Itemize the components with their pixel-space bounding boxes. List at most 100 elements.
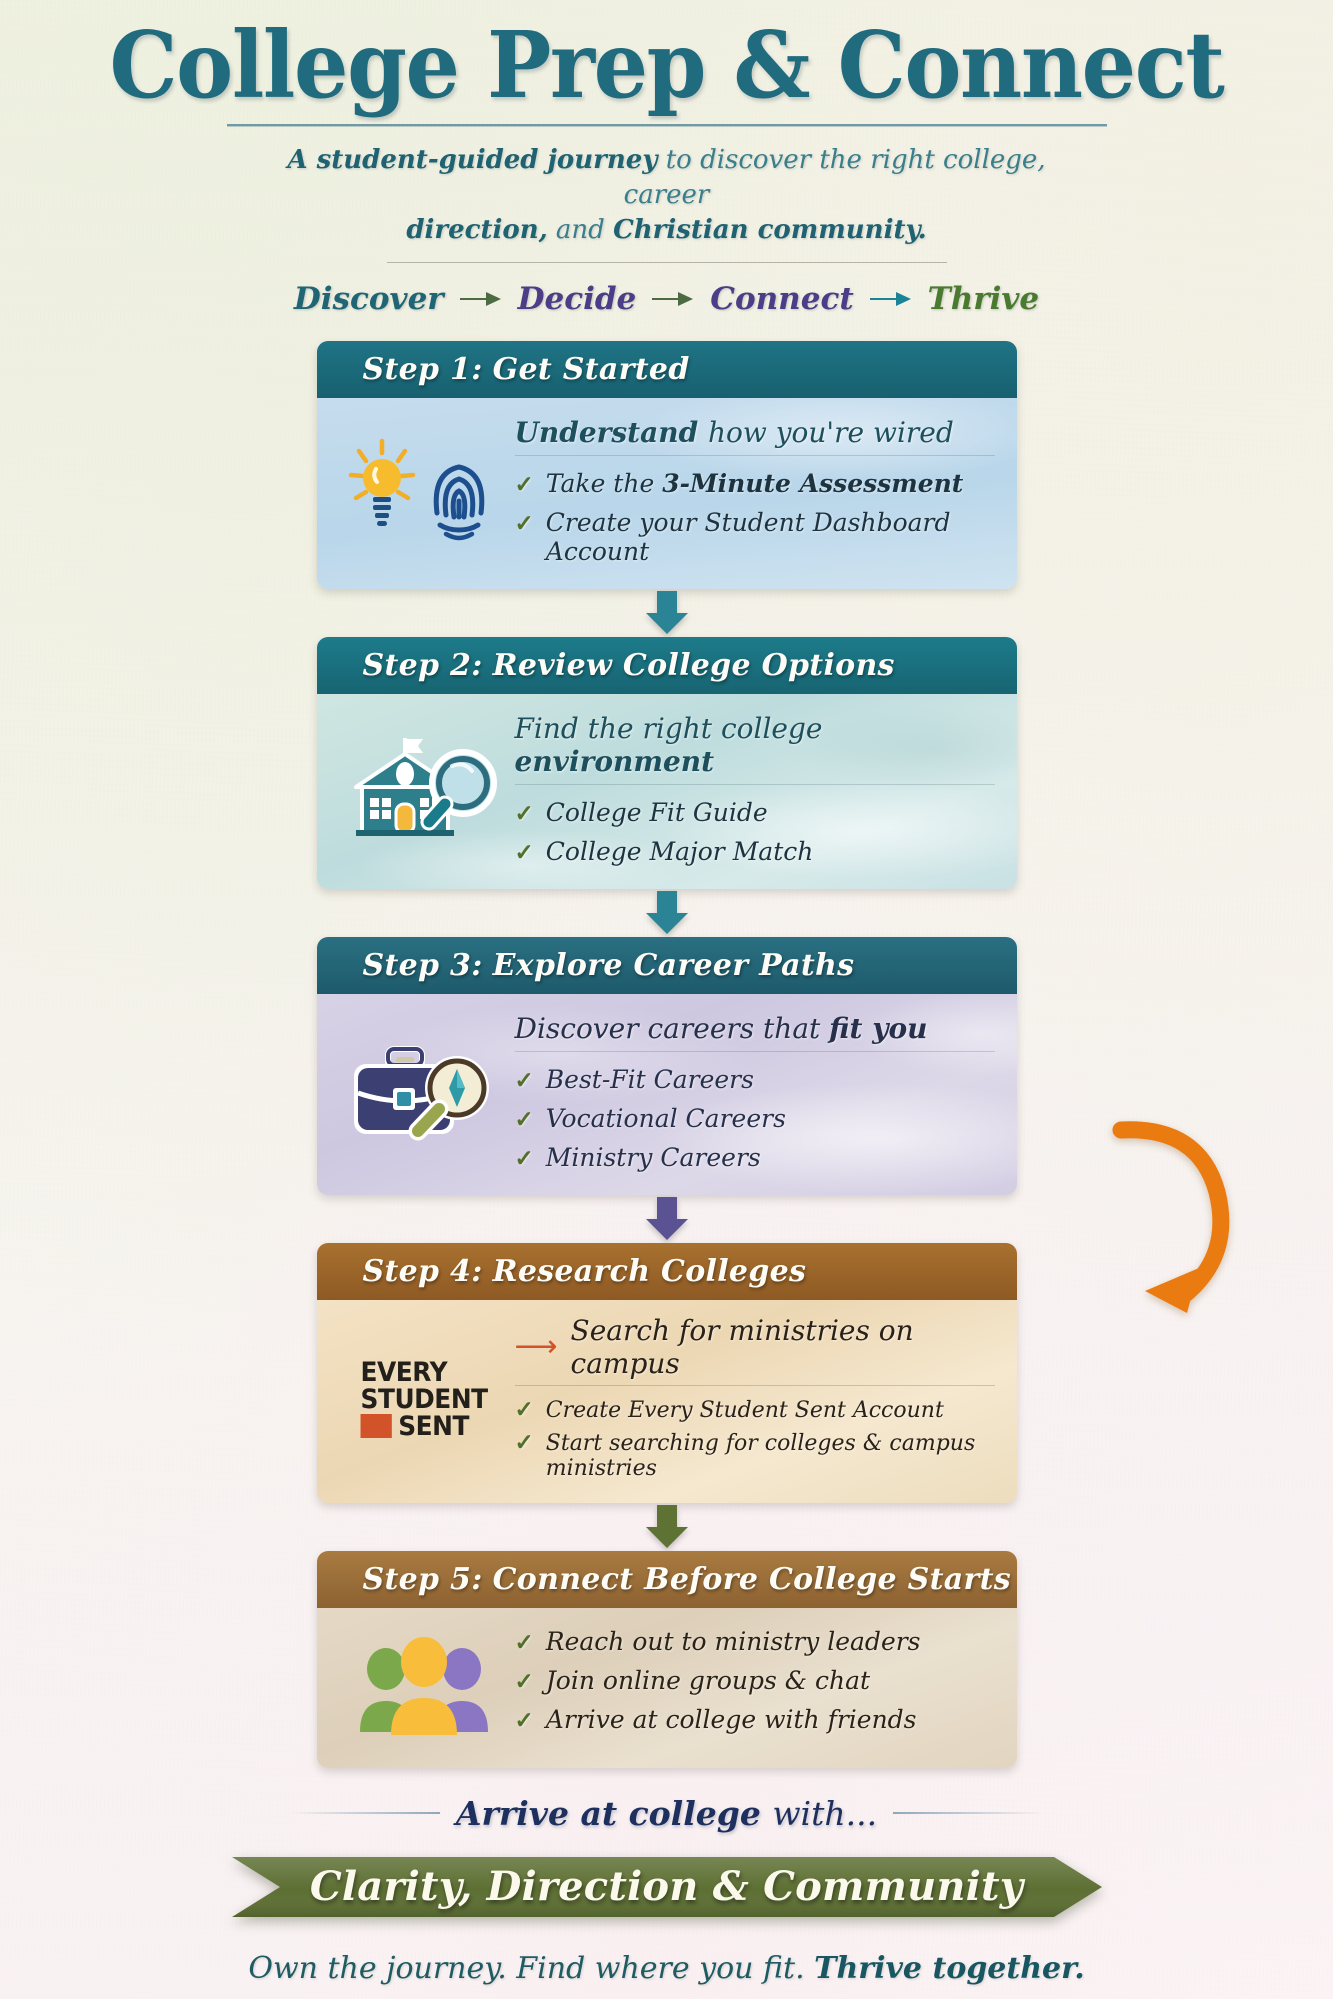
step-4-bullet-1: Create Every Student Sent Account [545, 1397, 944, 1423]
step-4-lead: Search for ministries on campus [570, 1313, 914, 1380]
step-3-content: Discover careers that fit you ✓ Best-Fit… [511, 1008, 995, 1177]
step-1-content: Understand how you're wired ✓ Take the 3… [511, 412, 995, 571]
footer: Arrive at college with... Clarity, Direc… [0, 1794, 1333, 1986]
check-icon: ✓ [514, 1428, 534, 1456]
outcome-text-thin: with... [772, 1793, 878, 1833]
check-icon: ✓ [514, 1395, 534, 1423]
step-3-body: Discover careers that fit you ✓ Best-Fit… [316, 993, 1017, 1195]
loop-arrow-icon [1112, 1121, 1230, 1313]
step-card-2: Step 2:Review College Options [316, 636, 1017, 889]
step-3-bullet-1: Best-Fit Careers [545, 1064, 754, 1094]
school-magnifier-icons [353, 738, 497, 837]
step-1-title: Get Started [492, 351, 690, 387]
step-4-content: ⟶ Search for ministries on campus ✓ Crea… [511, 1314, 995, 1485]
step-1-bullet-2: Create your Student Dashboard Account [545, 507, 951, 566]
tagline: Own the journey. Find where you fit. Thr… [0, 1951, 1333, 1986]
check-icon: ✓ [514, 470, 534, 498]
magnifier-icon [420, 749, 497, 831]
check-icon: ✓ [514, 1105, 534, 1133]
list-item: ✓ Ministry Careers [515, 1138, 995, 1177]
step-1-bullets: ✓ Take the 3-Minute Assessment ✓ Create … [515, 464, 995, 571]
step-5-icons [339, 1632, 511, 1740]
subtitle-divider [386, 261, 947, 263]
connector-4-5 [0, 1503, 1333, 1551]
check-icon: ✓ [514, 799, 534, 827]
step-4-lead-row: ⟶ Search for ministries on campus [515, 1314, 995, 1380]
ess-logo-line-3: SENT [398, 1410, 470, 1442]
step-1-number: Step 1: [362, 351, 483, 387]
step-5-number: Step 5: [362, 1561, 483, 1597]
step-2-title: Review College Options [492, 647, 895, 683]
journey-step-decide: Decide [517, 280, 637, 317]
title-divider [226, 123, 1107, 127]
step-5-header: Step 5:Connect Before College Starts [316, 1550, 1017, 1608]
step-1-icons [339, 435, 511, 547]
step-4-icons: EVERY STUDENT SENT [339, 1359, 511, 1440]
step-1-lead-thin: how you're wired [707, 415, 954, 449]
subtitle-text-2: and [547, 214, 614, 245]
step-2-header: Step 2:Review College Options [316, 636, 1017, 694]
journey-arrow-3-icon [868, 287, 914, 311]
outcome-line: Arrive at college with... [0, 1794, 1333, 1833]
down-arrow-icon [645, 590, 688, 634]
step-1-divider [514, 454, 995, 456]
step-card-1: Step 1:Get Started [316, 340, 1017, 589]
list-item: ✓ Best-Fit Careers [515, 1060, 995, 1099]
lightbulb-fingerprint-icons [348, 439, 484, 541]
subtitle-emphasis-2: direction, [406, 214, 548, 245]
step-card-3: Step 3:Explore Career Paths [316, 936, 1017, 1195]
down-arrow-icon [645, 890, 688, 934]
step-1-lead-strong: Understand [514, 415, 708, 449]
step-2-content: Find the right college environment ✓ Col… [511, 708, 995, 871]
step-2-icons [339, 730, 511, 848]
journey-step-connect: Connect [710, 280, 854, 317]
list-item: ✓ Vocational Careers [515, 1099, 995, 1138]
step-3-lead: Discover careers that fit you [515, 1012, 995, 1045]
connector-1-2 [0, 589, 1333, 637]
ribbon-banner: Clarity, Direction & Community [0, 1849, 1333, 1925]
step-3-divider [514, 1050, 995, 1052]
step-2-body: Find the right college environment ✓ Col… [316, 693, 1017, 889]
feedback-loop-arrow [1111, 1108, 1261, 1338]
step-2-lead-thin: Find the right college [514, 711, 823, 745]
step-2-number: Step 2: [362, 647, 483, 683]
step-4-divider [514, 1384, 995, 1386]
list-item: ✓ College Fit Guide [515, 793, 995, 832]
every-student-sent-logo: EVERY STUDENT SENT [360, 1356, 489, 1442]
ess-logo-line-3-row: SENT [360, 1410, 488, 1442]
outcome-text-strong: Arrive at college [455, 1793, 773, 1833]
ess-logo-line-1: EVERY [360, 1356, 448, 1388]
outcome-text: Arrive at college with... [456, 1794, 877, 1833]
subtitle: A student-guided journey to discover the… [287, 143, 1047, 248]
subtitle-emphasis-3: Christian community. [613, 214, 927, 245]
step-5-bullet-2: Join online groups & chat [545, 1665, 871, 1695]
step-1-bullet-1-pre: Take the [545, 468, 663, 498]
journey-arrow-2-icon [650, 287, 696, 311]
step-2-bullets: ✓ College Fit Guide ✓ College Major Matc… [515, 793, 995, 871]
step-2-lead: Find the right college environment [515, 712, 995, 778]
step-2-bullet-2: College Major Match [545, 836, 814, 866]
outcome-rule-right [893, 1812, 1044, 1815]
journey-arrow-1-icon [458, 287, 504, 311]
step-5-body: ✓ Reach out to ministry leaders ✓ Join o… [316, 1607, 1017, 1768]
step-1-header: Step 1:Get Started [316, 340, 1017, 398]
ribbon-label: Clarity, Direction & Community [309, 1862, 1024, 1910]
step-5-title: Connect Before College Starts [492, 1561, 1011, 1597]
connector-2-3 [0, 889, 1333, 937]
step-3-header: Step 3:Explore Career Paths [316, 936, 1017, 994]
list-item: ✓ Arrive at college with friends [515, 1700, 995, 1739]
step-4-title: Research Colleges [492, 1253, 807, 1289]
step-2-bullet-1: College Fit Guide [545, 797, 768, 827]
step-3-bullet-2: Vocational Careers [545, 1103, 786, 1133]
list-item: ✓ Create your Student Dashboard Account [515, 503, 995, 571]
header: College Prep & Connect A student-guided … [0, 0, 1333, 317]
people-group-icon [359, 1636, 488, 1735]
list-item: ✓ College Major Match [515, 832, 995, 871]
step-3-lead-strong: fit you [829, 1011, 928, 1045]
step-4-bullets: ✓ Create Every Student Sent Account ✓ St… [515, 1394, 995, 1485]
ess-logo-square-icon [360, 1414, 393, 1439]
step-2-divider [514, 783, 995, 785]
step-4-header: Step 4:Research Colleges [316, 1242, 1017, 1300]
step-4-body: EVERY STUDENT SENT ⟶ Search for ministri… [316, 1299, 1017, 1503]
